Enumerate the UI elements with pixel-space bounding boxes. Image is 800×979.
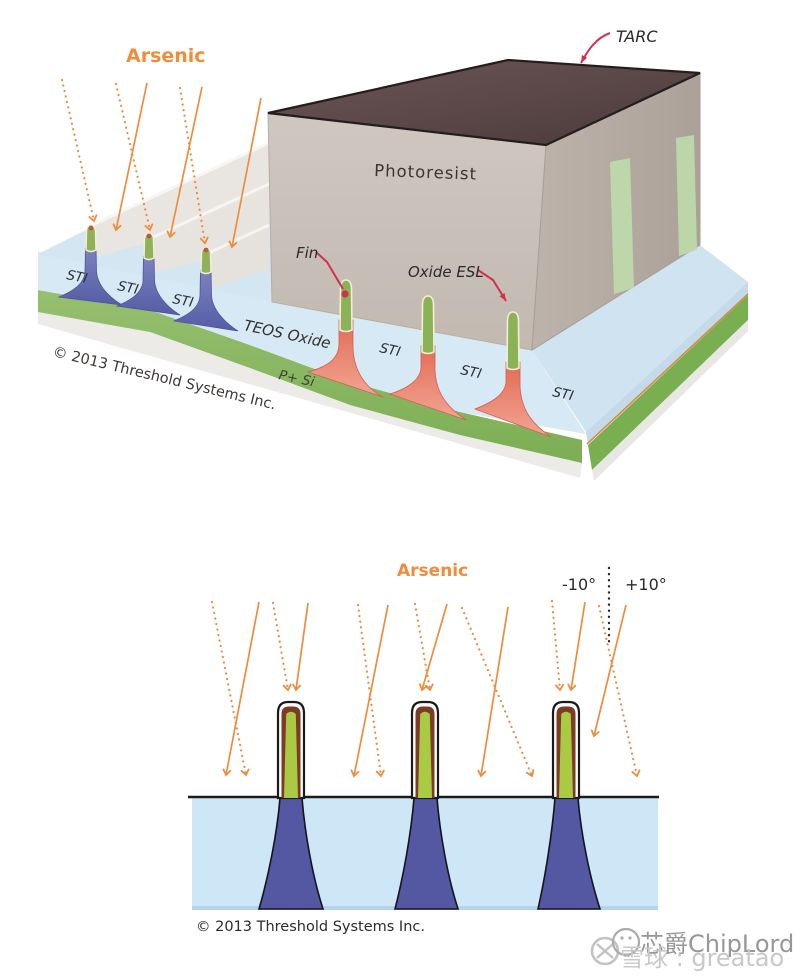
exposed-fins — [57, 247, 239, 332]
masked-fins — [306, 319, 552, 438]
buried-fin-stripe — [610, 158, 634, 294]
exposed-fin-caps — [85, 224, 212, 275]
watermark-brand: 芯爵ChipLord — [640, 930, 794, 958]
teos-side-face — [586, 282, 748, 444]
fin-wall — [145, 184, 269, 274]
oxide-esl-cap — [421, 295, 435, 355]
photoresist-label: Photoresist — [374, 161, 477, 184]
implant-beam-dashed — [460, 606, 535, 778]
implant-beam-solid — [590, 604, 627, 738]
implant-region — [257, 797, 325, 910]
fin-pointer — [315, 251, 344, 290]
masked-fin-caps — [339, 279, 520, 371]
fin-pointer-dot — [341, 290, 349, 298]
sti-label: STI — [459, 362, 483, 382]
implant-beam-solid — [477, 606, 509, 778]
fin-wall-highlight — [87, 141, 270, 229]
implant-beam-solid — [419, 603, 448, 692]
arsenic-beams-top — [60, 78, 262, 249]
oxide-esl-cap — [85, 224, 97, 253]
p-si-layer-front — [38, 290, 582, 463]
sti-label: STI — [551, 384, 575, 404]
oxide-esl-pointer — [477, 269, 507, 302]
silicon-fin — [172, 269, 239, 332]
fin-wall-highlight — [201, 223, 270, 258]
implant-region — [393, 797, 460, 910]
implant-beam-dashed — [550, 599, 565, 692]
masked-fin — [388, 345, 467, 421]
sti-labels: STI STI STI STI STI STI — [65, 267, 575, 404]
implanted-tips — [88, 225, 209, 253]
base-layer-front — [38, 310, 582, 478]
fin — [410, 700, 440, 800]
p-si-label: P+ Si — [277, 367, 316, 390]
tarc-top-face — [267, 58, 701, 147]
oxide-esl-cap — [200, 246, 212, 275]
chiplord-logo-icon — [611, 927, 641, 957]
arsenic-label-bottom: Arsenic — [397, 561, 468, 581]
implant-beam-solid — [112, 82, 148, 232]
implant-beam-dashed — [271, 601, 292, 692]
angle-minus-label: -10° — [562, 575, 596, 594]
implant-beam-dashed — [60, 78, 98, 223]
interface-line — [586, 293, 749, 445]
p-si-side-face — [588, 295, 748, 470]
silicon-fin — [115, 255, 181, 316]
top-surface-band — [532, 245, 748, 432]
implant-beam-solid — [222, 601, 260, 777]
copyright-bottom: © 2013 Threshold Systems Inc. — [196, 919, 425, 935]
tarc-label: TARC — [616, 27, 658, 46]
arsenic-beams-bottom — [210, 599, 641, 778]
implant-beam-solid — [228, 97, 262, 249]
watermark-source: 雪球 : greatao — [620, 944, 784, 972]
fin-label: Fin — [296, 244, 318, 262]
sti-label: STI — [65, 267, 88, 287]
implant-regions — [257, 797, 602, 910]
sti-label: STI — [378, 340, 402, 360]
base-side-face — [592, 320, 748, 481]
implant-beam-solid — [292, 602, 309, 692]
oxide-esl-cap — [506, 311, 520, 371]
sti-label: STI — [116, 278, 139, 298]
arsenic-label-top: Arsenic — [126, 45, 206, 67]
implant-beam-solid — [166, 86, 203, 239]
oxide-esl-label: Oxide ESL — [408, 263, 484, 281]
sti-label: STI — [171, 291, 194, 311]
chiplord-logo-icon — [620, 936, 624, 940]
oxide-esl-cap — [143, 232, 155, 261]
implant-beam-solid — [567, 601, 586, 692]
chiplord-logo-icon — [628, 936, 632, 940]
masked-fin — [306, 319, 384, 398]
xueqiu-logo-icon — [596, 943, 614, 959]
fin — [551, 700, 581, 800]
watermark: 芯爵ChipLord 雪球 : greatao — [590, 927, 794, 972]
implant-region — [536, 797, 602, 910]
implant-beam-dashed — [210, 600, 250, 777]
top-diagram: Arsenic TARC Photoresist Fin Oxide ESL S… — [38, 27, 749, 484]
angle-plus-label: +10° — [625, 575, 667, 594]
implant-beam-dashed — [356, 603, 385, 778]
implant-beam-solid — [350, 604, 389, 778]
right-slab-edge — [532, 245, 749, 481]
implant-beam-dashed — [597, 604, 641, 778]
implant-beam-dashed — [178, 86, 209, 245]
bottom-diagram: Arsenic -10° +10° © 2013 Threshold Syste… — [188, 561, 667, 935]
fin-wall-highlight — [144, 182, 270, 243]
masked-fin — [473, 361, 552, 438]
teos-oxide-front-face — [38, 252, 586, 434]
photoresist-block — [267, 58, 701, 351]
fin — [276, 700, 306, 800]
fin-wall — [202, 225, 269, 289]
cross-section-fins — [276, 700, 581, 800]
tarc-pointer — [580, 32, 611, 64]
buried-fin-stripe — [676, 135, 697, 256]
implant-beam-dashed — [413, 602, 434, 692]
